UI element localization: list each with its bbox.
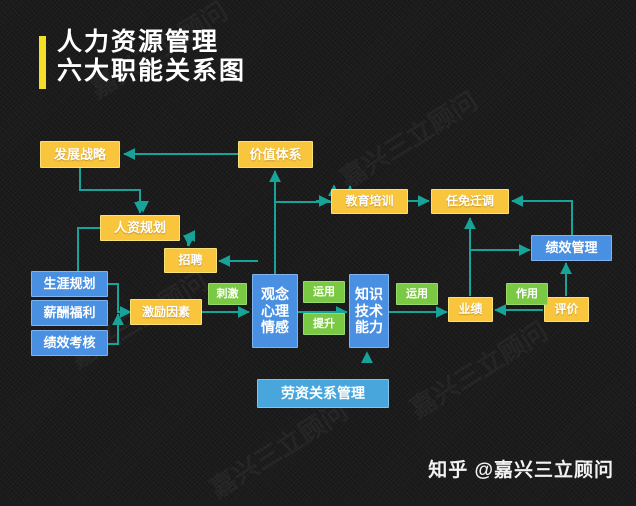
node-shengya-guihua[interactable]: 生涯规划: [31, 271, 108, 297]
node-jiaoyu-peixun[interactable]: 教育培训: [331, 189, 408, 214]
node-yeji[interactable]: 业绩: [448, 297, 493, 322]
stack-line-3: 情感: [261, 319, 289, 336]
node-guannian-xinli-qinggan[interactable]: 观念 心理 情感: [252, 274, 298, 348]
node-laozi-guanxi-guanli[interactable]: 劳资关系管理: [257, 379, 389, 408]
stack-line-2: 心理: [261, 302, 289, 319]
title-line-1: 人力资源管理: [57, 28, 220, 56]
edge-label-tisheng: 提升: [303, 313, 345, 335]
node-jili-yinsu[interactable]: 激励因素: [130, 299, 202, 325]
title-accent-bar: [39, 36, 46, 89]
node-fazhan-zhanlue[interactable]: 发展战略: [40, 141, 120, 168]
node-jiazhi-tixi[interactable]: 价值体系: [238, 141, 313, 168]
node-zhishi-jishu-nengli[interactable]: 知识 技术 能力: [349, 274, 389, 348]
stack-line-1: 知识: [355, 286, 383, 303]
node-jixiao-guanli[interactable]: 绩效管理: [531, 235, 612, 261]
edge-label-zuoyong: 作用: [506, 283, 548, 305]
edge-label-yunyong-2: 运用: [396, 283, 438, 305]
stack-line-2: 技术: [355, 302, 383, 319]
header: 人力资源管理 六大职能关系图: [0, 0, 636, 110]
watermark: 知乎 @嘉兴三立顾问: [428, 460, 614, 481]
node-xinchou-fuli[interactable]: 薪酬福利: [31, 300, 108, 326]
node-jixiao-kaohe[interactable]: 绩效考核: [31, 330, 108, 356]
node-renzi-guihua[interactable]: 人资规划: [100, 215, 180, 241]
title-line-2: 六大职能关系图: [57, 57, 247, 85]
page-title: 人力资源管理 六大职能关系图: [57, 28, 246, 86]
node-pingjia[interactable]: 评价: [544, 297, 589, 322]
stack-line-3: 能力: [355, 319, 383, 336]
node-renmian-qiandiao[interactable]: 任免迁调: [431, 189, 509, 214]
node-zhaopin[interactable]: 招聘: [164, 248, 217, 273]
stack-line-1: 观念: [261, 286, 289, 303]
edge-label-yunyong-1: 运用: [303, 281, 345, 303]
edge-label-ciji: 刺激: [208, 283, 247, 305]
